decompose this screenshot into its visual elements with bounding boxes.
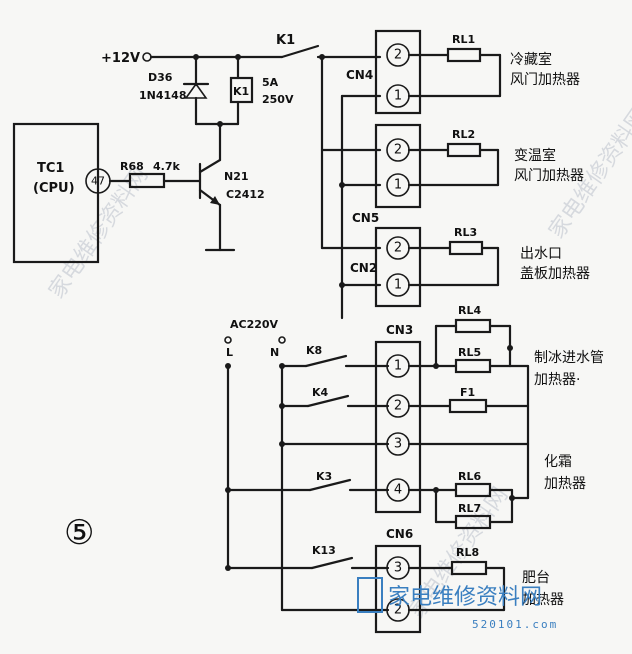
rl5-body (454, 358, 492, 374)
rl1-label: RL1 (452, 33, 475, 46)
rl3-body (448, 240, 484, 256)
junction-cn2-return (339, 282, 345, 288)
n21-part: C2412 (226, 188, 265, 201)
d36-ref: D36 (148, 71, 173, 84)
junction-l-k8 (225, 363, 231, 369)
r68-value: 4.7k (153, 160, 180, 173)
v12-label: +12V (101, 51, 140, 66)
rl3-label: RL3 (454, 226, 477, 239)
cn3-connector (374, 340, 422, 514)
k1-rating-v: 250V (262, 93, 294, 106)
cpu-name: (CPU) (33, 181, 75, 196)
f1-label: F1 (460, 386, 475, 399)
k1-coil (229, 76, 254, 104)
outlet-heater-line2: 盖板加热器 (520, 266, 590, 282)
cn6-pin-3-label: 3 (394, 561, 402, 576)
cn4-label: CN4 (346, 68, 373, 82)
rl6-label: RL6 (458, 470, 481, 483)
k4-label: K4 (312, 386, 329, 399)
l-terminal (224, 336, 232, 344)
watermark-logo (357, 577, 383, 613)
k13-contact (310, 556, 354, 570)
k4-contact (306, 394, 350, 408)
cn5-pin-1-label: 1 (394, 178, 402, 193)
cn3-pin-4-label: 4 (394, 483, 402, 498)
ice-heater-line1: 制冰进水管 (534, 350, 604, 366)
rl7-label: RL7 (458, 502, 481, 515)
cn4-pin-2-label: 2 (394, 48, 402, 63)
k1-coil-label: K1 (233, 85, 249, 98)
f1-body (448, 398, 488, 414)
variable-heater-line1: 变温室 (514, 147, 556, 164)
cn5-label: CN5 (352, 211, 379, 225)
fridge-heater-line2: 风门加热器 (510, 72, 580, 88)
ice-heater-line2: 加热器· (534, 372, 580, 388)
rl2-body (446, 142, 482, 158)
n-terminal (278, 336, 286, 344)
r68-ref: R68 (120, 160, 144, 173)
cn2-label: CN2 (350, 261, 377, 275)
n21-collector (198, 158, 222, 174)
cn6-connector (374, 544, 422, 634)
n-label: N (270, 346, 279, 359)
rl8-label: RL8 (456, 546, 479, 559)
tray-heater-line1: 化霜 (544, 454, 572, 470)
watermark-url: 520101.com (472, 618, 558, 631)
rl4-label: RL4 (458, 304, 481, 317)
rl1-body (446, 47, 482, 63)
cpu-ref: TC1 (37, 161, 64, 176)
cpu-pin-label: 47 (91, 175, 105, 188)
k1-rating-a: 5A (262, 76, 279, 89)
site-watermark: 家电维修资料网 520101.com (357, 577, 558, 631)
plate-heater-line1: 肥台 (522, 570, 550, 586)
cn3-label: CN3 (386, 323, 413, 337)
l-label: L (226, 346, 233, 359)
cn4-connector (374, 29, 422, 115)
cn6-pin-2-label: 2 (394, 603, 402, 618)
fridge-heater-line1: 冷藏室 (510, 51, 552, 68)
junction-cn5-return (339, 182, 345, 188)
k3-contact (308, 478, 352, 492)
k8-contact (304, 354, 348, 368)
figure-number: ⑤ (64, 513, 94, 553)
tray-heater-line2: 加热器 (544, 476, 586, 492)
rl2-label: RL2 (452, 128, 475, 141)
cn6-label: CN6 (386, 527, 413, 541)
cn5-pin-2-label: 2 (394, 143, 402, 158)
rl4-body (454, 318, 492, 334)
n21-arrow (210, 196, 220, 205)
cn2-connector (374, 226, 422, 308)
v12-terminal (142, 52, 152, 62)
outlet-heater-line1: 出水口 (520, 246, 562, 262)
k13-label: K13 (312, 544, 336, 557)
k1-contact-label: K1 (276, 33, 295, 48)
k3-label: K3 (316, 470, 332, 483)
cn5-connector (374, 123, 422, 209)
cn4-pin-1-label: 1 (394, 89, 402, 104)
cn3-pin-3-label: 3 (394, 437, 402, 452)
n21-ref: N21 (224, 170, 249, 183)
rl5-label: RL5 (458, 346, 481, 359)
plate-heater-line2: 加热器 (522, 592, 564, 608)
k8-label: K8 (306, 344, 322, 357)
watermark-site-text: 家电维修资料网 (388, 585, 542, 610)
ac-label: AC220V (230, 318, 279, 331)
k1-contact (280, 44, 320, 59)
cn3-pin-1-label: 1 (394, 359, 402, 374)
junction-rl45-right (507, 345, 513, 351)
cn2-pin-1-label: 1 (394, 278, 402, 293)
cn3-pin-2-label: 2 (394, 399, 402, 414)
variable-heater-line2: 风门加热器 (514, 168, 584, 184)
d36-part: 1N4148 (139, 89, 186, 102)
cn2-pin-2-label: 2 (394, 241, 402, 256)
